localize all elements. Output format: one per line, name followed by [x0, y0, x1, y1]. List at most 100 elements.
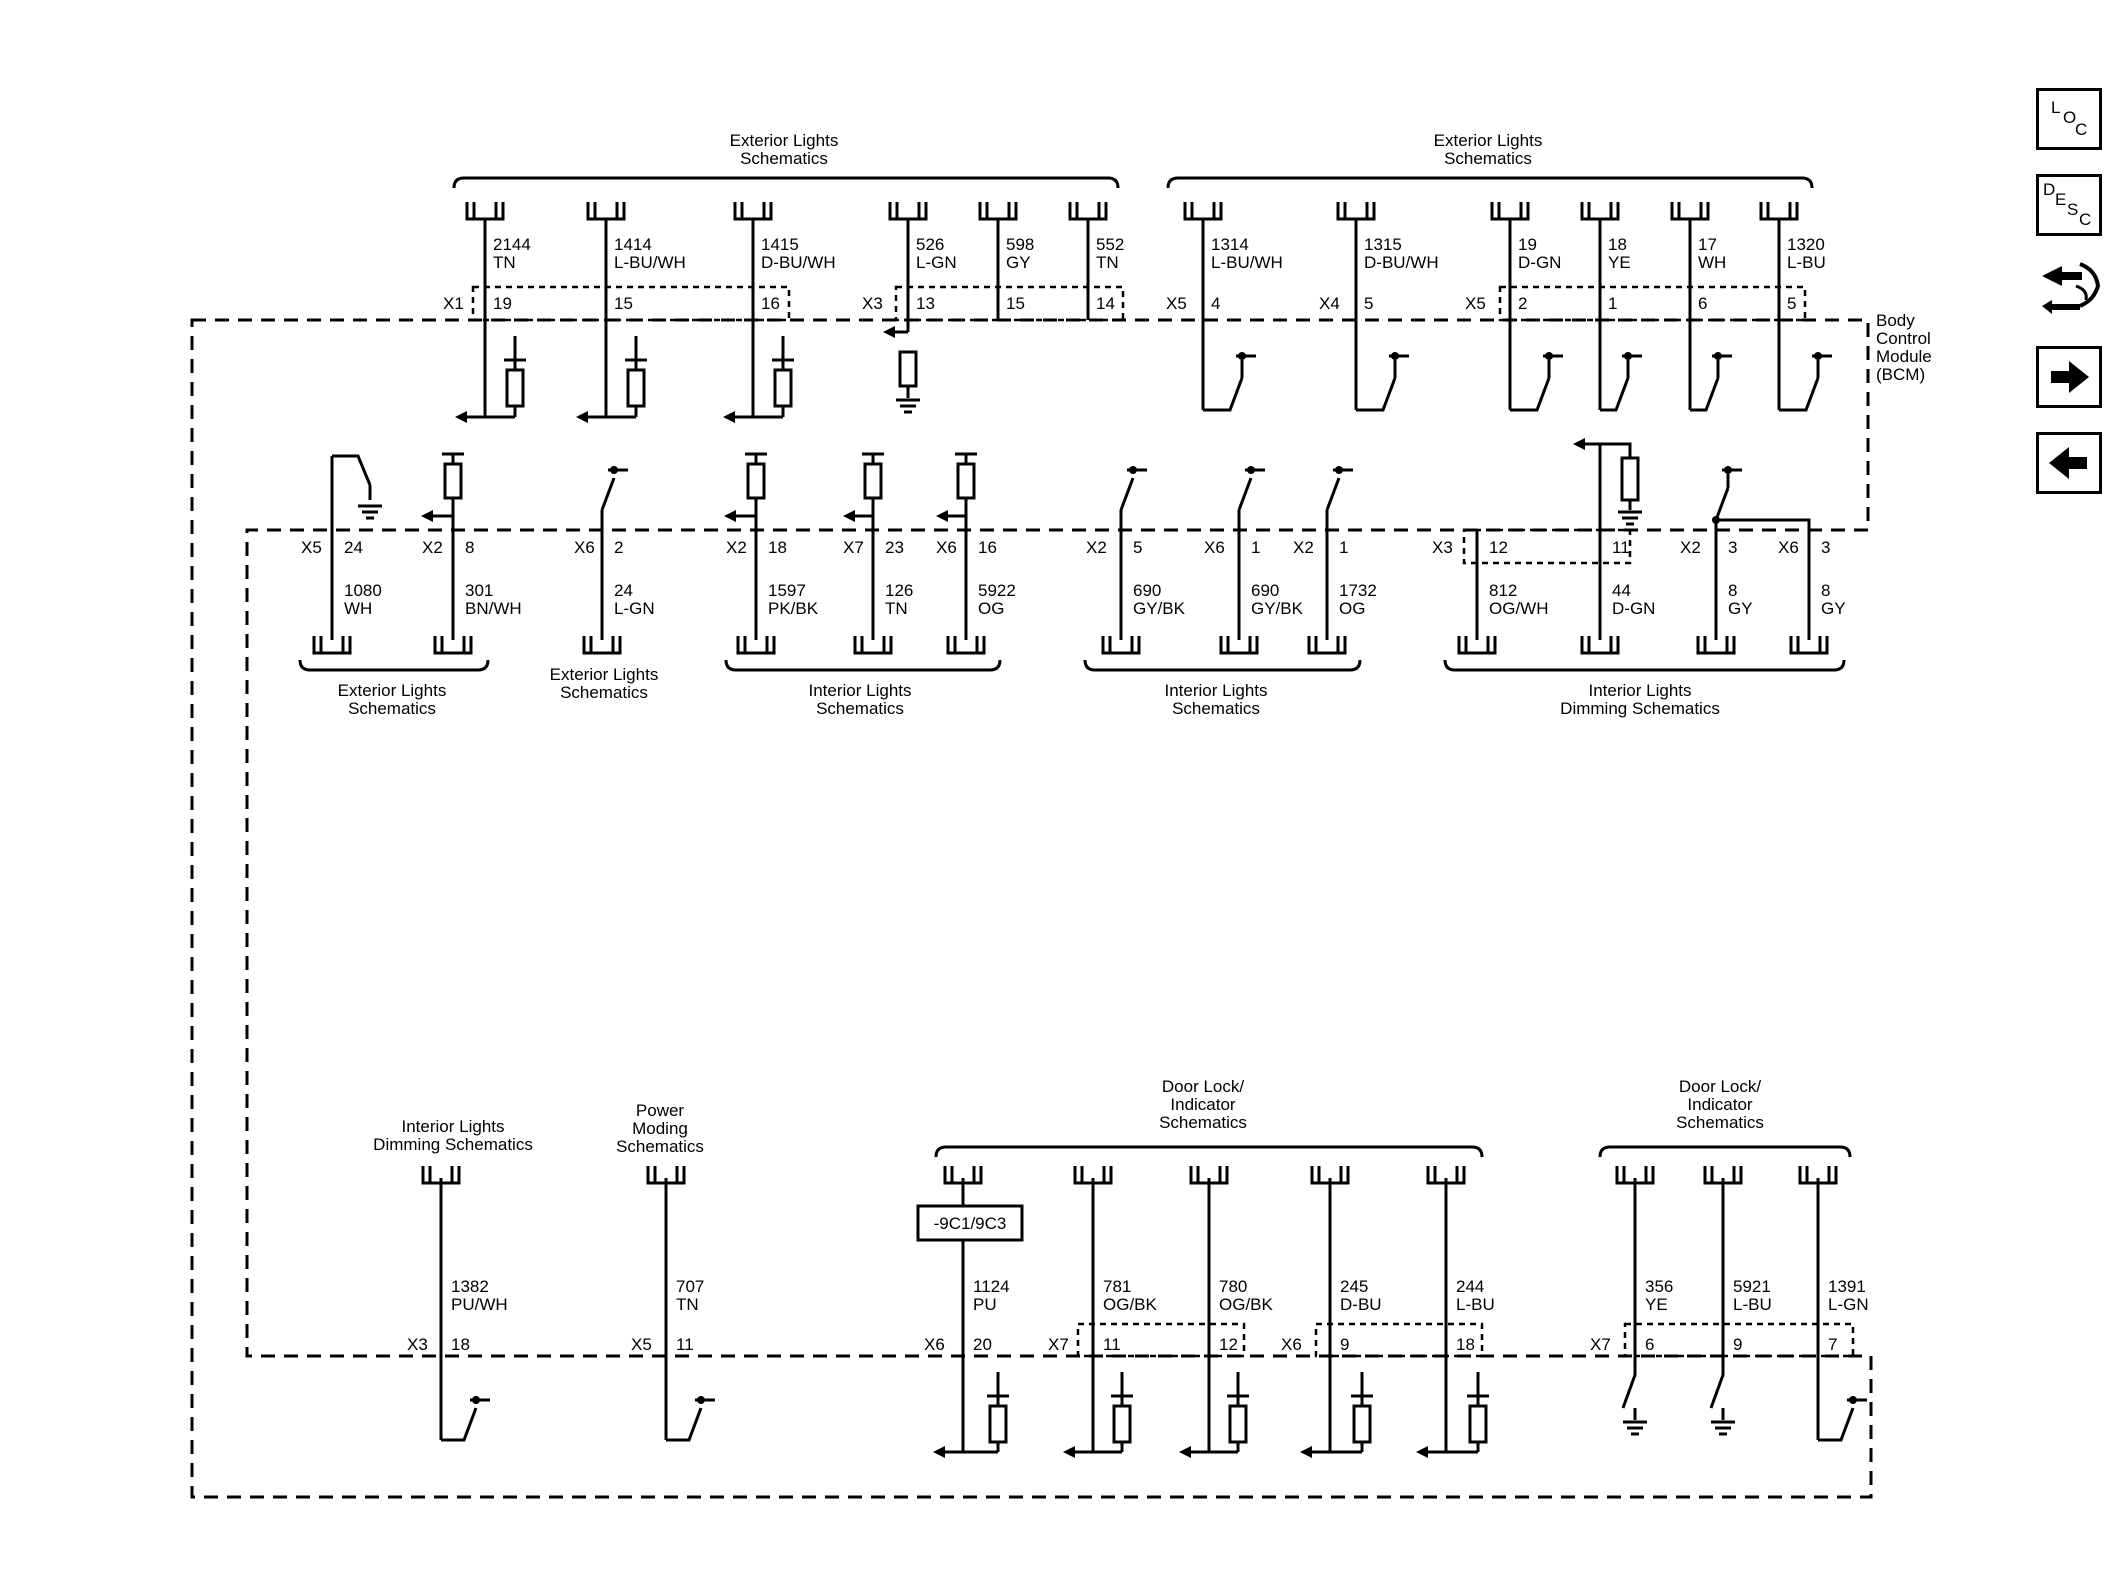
pin-number: 7	[1828, 1335, 1837, 1354]
wire-color: OG/WH	[1489, 599, 1549, 618]
group-label-line: Exterior Lights	[338, 681, 447, 700]
connector-id: X6	[1778, 538, 1799, 557]
pin-number: 15	[1006, 294, 1025, 313]
module-label-line: Control	[1876, 329, 1931, 348]
wire-color: WH	[344, 599, 372, 618]
circuit-number: 1124	[973, 1277, 1010, 1296]
group-braces	[298, 176, 1852, 1158]
connector-id: X5	[1166, 294, 1187, 313]
wire-color: GY	[1006, 253, 1031, 272]
pin-number: 13	[916, 294, 935, 313]
wire-color: TN	[493, 253, 516, 272]
group-label-line: Schematics	[348, 699, 436, 718]
bottom-row-arrows	[933, 1446, 1428, 1458]
group-label-line: Exterior Lights	[1434, 131, 1543, 150]
wire-color: D-GN	[1612, 599, 1655, 618]
wire-color: GY/BK	[1251, 599, 1304, 618]
connector-id: X6	[936, 538, 957, 557]
circuit-number: 598	[1006, 235, 1034, 254]
connector-id: X5	[631, 1335, 652, 1354]
wire-color: BN/WH	[465, 599, 522, 618]
wire-color: TN	[1096, 253, 1119, 272]
group-label-line: Schematics	[1676, 1113, 1764, 1132]
wire-color: WH	[1698, 253, 1726, 272]
bottom-row-devices	[470, 1204, 1867, 1452]
group-label-line: Schematics	[560, 683, 648, 702]
module-label-line: Module	[1876, 347, 1932, 366]
circuit-number: 1382	[451, 1277, 489, 1296]
connector-id: X2	[1680, 538, 1701, 557]
connector-id: X5	[1465, 294, 1486, 313]
group-label-line: Interior Lights	[402, 1117, 505, 1136]
connector-id: X3	[1432, 538, 1453, 557]
wire-color: YE	[1645, 1295, 1668, 1314]
module-label-line: Body	[1876, 311, 1915, 330]
desc-button[interactable]: D E S C	[2036, 174, 2102, 236]
bottom-row-wires	[439, 1178, 1855, 1454]
splice-label: -9C1/9C3	[934, 1214, 1007, 1233]
circuit-number: 812	[1489, 581, 1517, 600]
connector-id: X2	[726, 538, 747, 557]
circuit-number: 552	[1096, 235, 1124, 254]
pin-number: 6	[1698, 294, 1707, 313]
circuit-number: 781	[1103, 1277, 1131, 1296]
connector-id: X2	[1293, 538, 1314, 557]
circuit-number: 1080	[344, 581, 382, 600]
pin-number: 12	[1489, 538, 1508, 557]
pin-number: 11	[1612, 538, 1630, 557]
pin-number: 2	[1518, 294, 1527, 313]
pin-number: 9	[1340, 1335, 1349, 1354]
svg-text:E: E	[2055, 190, 2066, 209]
connector-id: X7	[843, 538, 864, 557]
svg-text:L: L	[2051, 98, 2060, 117]
group-label-line: Interior Lights	[809, 681, 912, 700]
bottom-row-connectors	[421, 1164, 1838, 1185]
circuit-number: 1320	[1787, 235, 1825, 254]
circuit-number: 1315	[1364, 235, 1402, 254]
group-label-line: Indicator	[1170, 1095, 1236, 1114]
bcm-outline	[190, 318, 1873, 1499]
wire-color: OG	[1339, 599, 1365, 618]
circuit-number: 5922	[978, 581, 1016, 600]
pin-number: 11	[676, 1335, 694, 1354]
pin-number: 14	[1096, 294, 1115, 313]
pin-number: 15	[614, 294, 633, 313]
pin-number: 1	[1251, 538, 1260, 557]
wire-color: YE	[1608, 253, 1631, 272]
desc-icon: D E S C	[2043, 180, 2091, 229]
circuit-number: 356	[1645, 1277, 1673, 1296]
pin-number: 9	[1733, 1335, 1742, 1354]
circuit-number: 780	[1219, 1277, 1247, 1296]
previous-page-button[interactable]	[2036, 432, 2102, 494]
wire-color: L-BU/WH	[614, 253, 686, 272]
wire-color: GY/BK	[1133, 599, 1186, 618]
next-page-button[interactable]	[2036, 346, 2102, 408]
loc-button[interactable]: L O C	[2036, 88, 2102, 150]
svg-text:O: O	[2063, 108, 2076, 127]
middle-row-arrows	[421, 438, 1720, 524]
circuit-number: 8	[1821, 581, 1830, 600]
group-label-line: Exterior Lights	[730, 131, 839, 150]
circuit-number: 526	[916, 235, 944, 254]
module-label-line: (BCM)	[1876, 365, 1925, 384]
circuit-number: 1314	[1211, 235, 1249, 254]
wire-color: L-BU	[1787, 253, 1826, 272]
pin-number: 18	[768, 538, 787, 557]
middle-row-devices	[356, 452, 1742, 526]
circuit-number: 126	[885, 581, 913, 600]
pin-number: 5	[1787, 294, 1796, 313]
group-label-line: Schematics	[1172, 699, 1260, 718]
wire-color: OG/BK	[1103, 1295, 1158, 1314]
circuit-number: 690	[1133, 581, 1161, 600]
pin-number: 2	[614, 538, 623, 557]
circuit-number: 245	[1340, 1277, 1368, 1296]
group-label-line: Interior Lights	[1165, 681, 1268, 700]
wire-color: L-GN	[1828, 1295, 1869, 1314]
connector-id: X5	[301, 538, 322, 557]
connector-id: X7	[1590, 1335, 1611, 1354]
connector-end-view-button[interactable]	[2036, 256, 2102, 328]
connector-id: X7	[1048, 1335, 1069, 1354]
svg-text:C: C	[2075, 120, 2087, 139]
connector-id: X1	[443, 294, 464, 313]
pin-number: 16	[978, 538, 997, 557]
